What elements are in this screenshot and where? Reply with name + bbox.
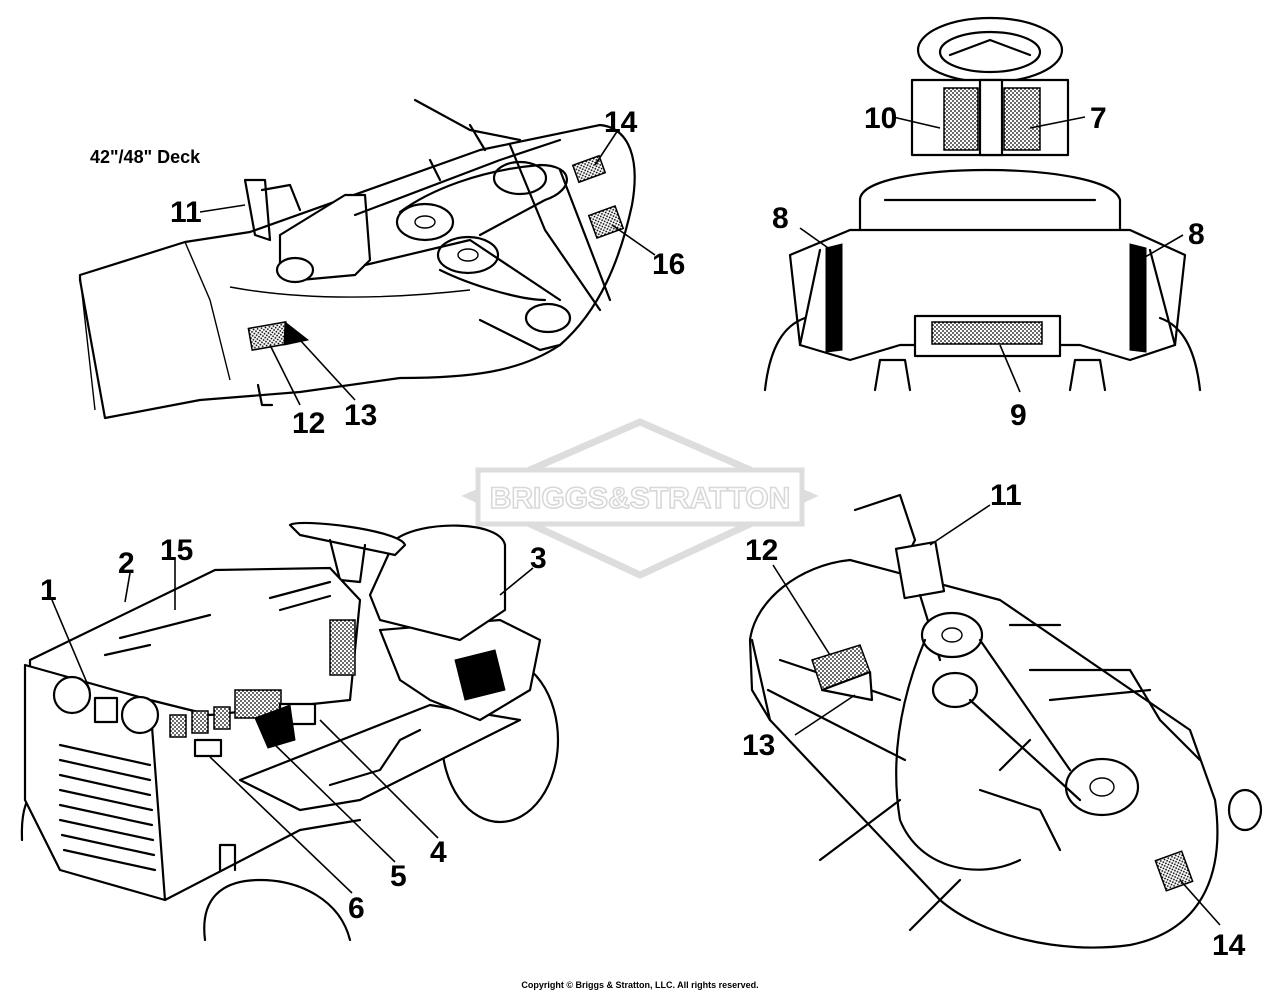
rear-body xyxy=(788,228,1187,362)
seat-view-top-right: 10 7 8 8 9 xyxy=(763,16,1205,432)
decal-13-deck xyxy=(283,321,310,346)
callout-3: 3 xyxy=(530,542,547,575)
callout-8-right: 8 xyxy=(1188,218,1205,251)
callout-12-deck: 12 xyxy=(292,407,325,440)
decal-8-left-stripe xyxy=(825,243,843,353)
callout-2: 2 xyxy=(118,547,135,580)
dash-side-decal xyxy=(329,619,356,676)
callout-7: 7 xyxy=(1090,102,1107,135)
decal-13-bottom xyxy=(820,670,874,702)
callout-8-left: 8 xyxy=(772,202,789,235)
left-spindle-pulley xyxy=(395,202,455,242)
decal-16-deck xyxy=(587,204,625,240)
callout-13-bottom: 13 xyxy=(742,729,775,762)
left-headlight xyxy=(52,675,92,715)
tractor-view-bottom-left: 1 2 15 3 4 5 6 xyxy=(20,521,560,942)
copyright-notice: Copyright © Briggs & Stratton, LLC. All … xyxy=(521,980,759,990)
decal-9-emblem xyxy=(931,321,1043,345)
front-grille xyxy=(58,743,157,872)
decal-5-area xyxy=(254,704,296,749)
watermark-text: BRIGGS&STRATTON xyxy=(490,482,791,515)
callout-13-deck: 13 xyxy=(344,399,377,432)
decal-8-right-stripe xyxy=(1129,243,1147,353)
lower-pulley xyxy=(931,671,979,709)
right-headlight xyxy=(120,695,160,735)
idler-pulley xyxy=(524,302,572,334)
upper-pulley xyxy=(920,611,984,659)
decal-11-mount xyxy=(894,540,946,600)
decal-7-dash xyxy=(1003,87,1041,151)
side-vent-2 xyxy=(191,710,209,734)
callout-1: 1 xyxy=(40,574,57,607)
callout-6: 6 xyxy=(348,892,365,925)
callout-14-bottom: 14 xyxy=(1212,929,1246,962)
callout-9: 9 xyxy=(1010,399,1027,432)
spindle-pulley-right xyxy=(1064,757,1140,817)
decal-1-emblem xyxy=(93,696,119,724)
tractor-seat xyxy=(368,524,507,642)
callout-11-bottom: 11 xyxy=(990,479,1022,512)
center-spindle-pulley xyxy=(436,235,500,275)
callout-12-bottom: 12 xyxy=(745,534,778,567)
footrest xyxy=(238,703,522,812)
decal-10-dash xyxy=(943,87,979,151)
deck-view-top-left: 42"/48" Deck xyxy=(78,98,685,440)
deck-body-bottom xyxy=(748,558,1219,949)
decal-6 xyxy=(193,738,223,758)
callout-4: 4 xyxy=(430,836,447,869)
callout-15: 15 xyxy=(160,534,193,567)
callout-11-deck: 11 xyxy=(170,196,202,229)
side-vent-1 xyxy=(169,714,187,738)
height-adjust-lever xyxy=(243,178,272,242)
deck-view-bottom-right: 11 12 13 14 xyxy=(742,479,1263,962)
fender-decal xyxy=(454,649,506,701)
gauge-wheel xyxy=(1227,788,1263,832)
deck-title: 42"/48" Deck xyxy=(90,147,201,167)
callout-14-deck: 14 xyxy=(604,106,638,139)
brand-watermark: BRIGGS&STRATTON xyxy=(461,418,819,579)
callout-10: 10 xyxy=(864,102,897,135)
side-vent-3 xyxy=(213,706,231,730)
decal-14-bottom xyxy=(1154,850,1194,892)
callout-5: 5 xyxy=(390,860,407,893)
callout-16-deck: 16 xyxy=(652,248,685,281)
